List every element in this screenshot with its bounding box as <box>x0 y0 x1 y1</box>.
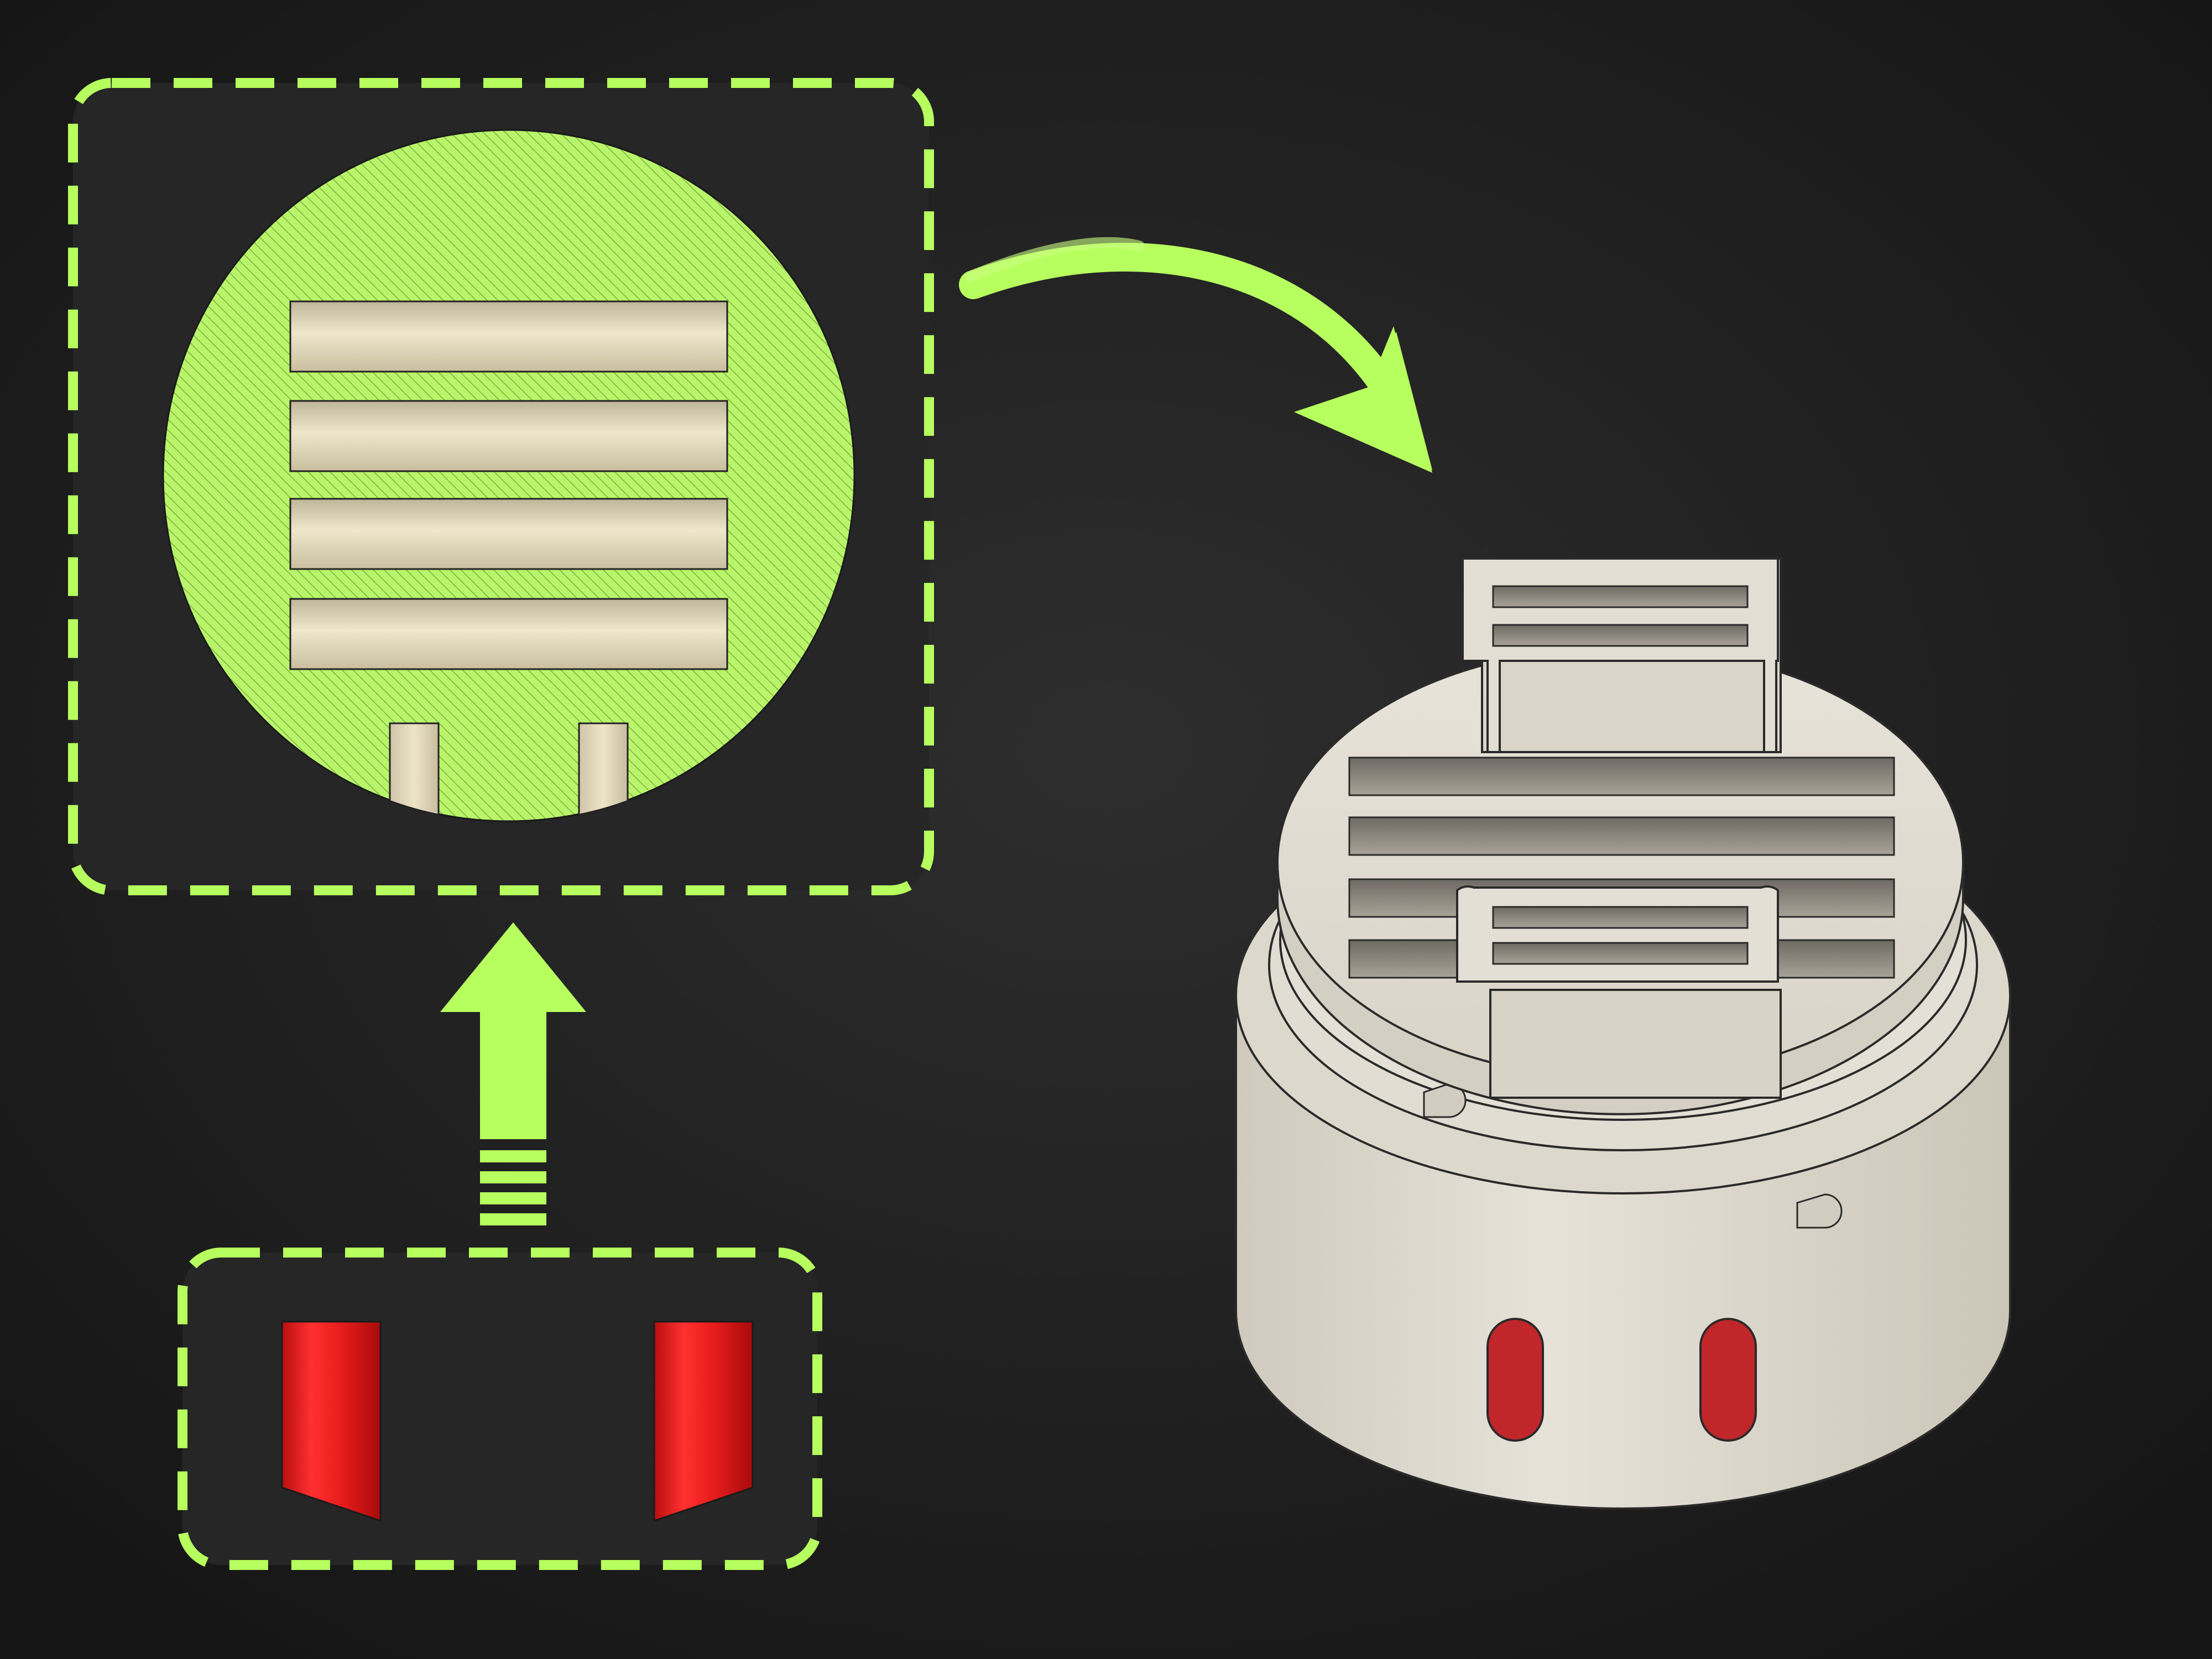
front-tab-head <box>1456 885 1779 983</box>
top-slot <box>1348 816 1895 856</box>
grille-disc <box>162 129 855 822</box>
red-pin-left <box>281 1321 382 1522</box>
curved-arrow-icon <box>959 237 1432 473</box>
grille-slot <box>289 400 728 472</box>
thread-notch <box>1796 1193 1843 1229</box>
front-tab-stem <box>1489 989 1782 1099</box>
grille-legs <box>389 722 629 821</box>
assembled-part <box>1235 547 2011 1510</box>
red-pin-right <box>653 1321 754 1522</box>
back-tab-slot <box>1492 585 1749 608</box>
pin-detail-panel <box>178 1248 822 1570</box>
up-arrow-icon <box>440 922 586 1225</box>
top-slot <box>1348 757 1895 796</box>
front-tab-slot <box>1492 906 1749 929</box>
grille-slot <box>289 498 728 570</box>
grille-slot <box>289 300 728 373</box>
back-tab-slot <box>1492 624 1749 647</box>
body-red-pin-left <box>1486 1318 1544 1442</box>
front-tab-slot <box>1492 942 1749 965</box>
grille-detail-panel <box>68 78 934 895</box>
grille-slots <box>289 300 728 670</box>
grille-leg <box>578 722 629 821</box>
body-red-pin-right <box>1699 1318 1757 1442</box>
grille-slot <box>289 598 728 670</box>
